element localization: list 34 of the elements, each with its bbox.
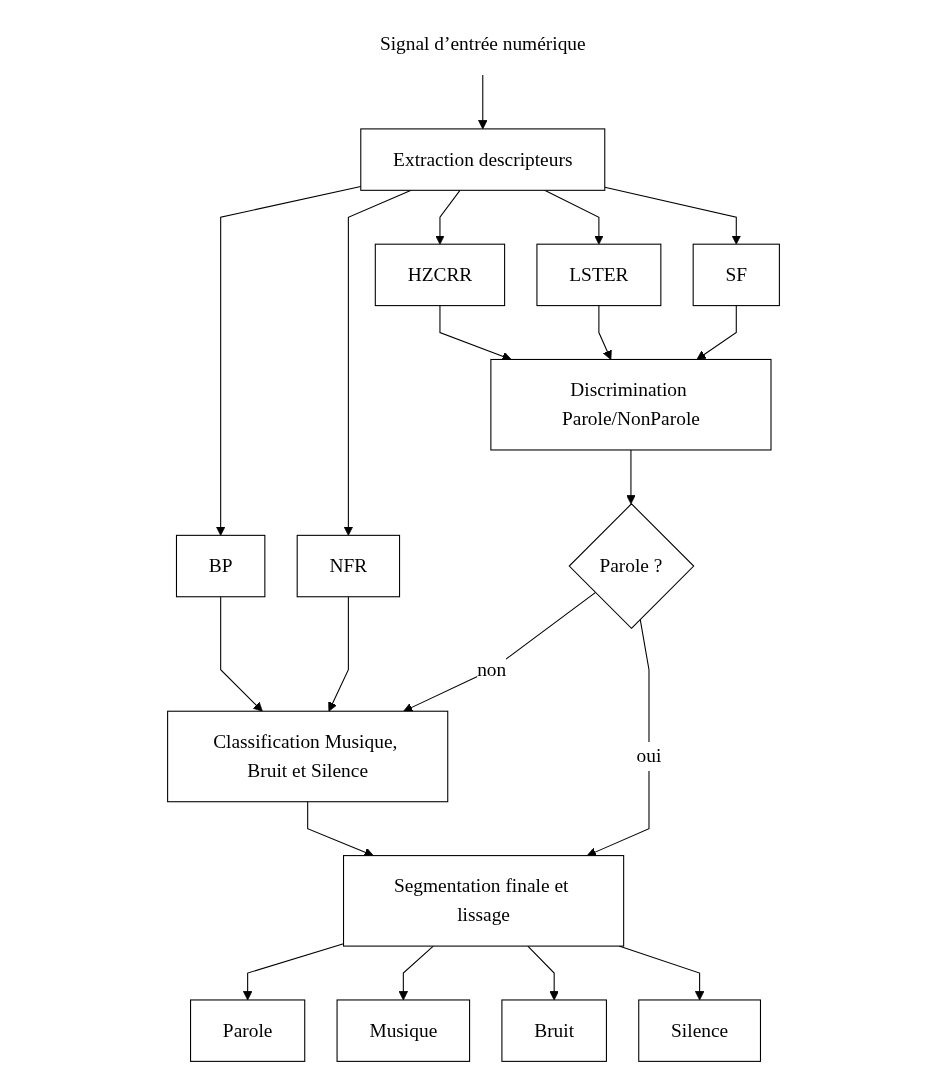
arrow	[626, 449, 637, 505]
arrow	[435, 189, 461, 245]
arrow	[307, 801, 375, 857]
node-box: Segmentation finale et lissage	[343, 855, 625, 947]
node-box: Discrimination Parole/NonParole	[490, 358, 772, 451]
arrow	[403, 592, 597, 712]
node-text: Signal d’entrée numérique	[380, 33, 587, 55]
node-box: Musique	[337, 999, 471, 1062]
arrow	[439, 305, 513, 361]
arrow	[604, 186, 742, 245]
node-box: LSTER	[536, 243, 662, 307]
arrow	[399, 945, 435, 1001]
arrow	[220, 596, 264, 712]
node-diamond: Parole ?	[569, 503, 695, 630]
node-box: HZCRR	[375, 243, 506, 307]
node-box: Extraction descripteurs	[360, 128, 606, 191]
edge-label: oui	[637, 745, 662, 767]
edge-label: non	[477, 658, 507, 680]
arrow	[587, 618, 650, 857]
arrow	[598, 305, 613, 360]
node-box: Classification Musique, Bruit et Silence	[167, 710, 449, 803]
arrow	[478, 74, 488, 130]
node-box: Bruit	[501, 999, 608, 1062]
arrow	[527, 945, 560, 1001]
node-box: NFR	[297, 534, 401, 598]
arrow	[544, 189, 605, 245]
arrow	[243, 943, 345, 1001]
node-box: Silence	[638, 999, 762, 1062]
arrow	[216, 185, 362, 536]
node-box: BP	[176, 534, 266, 598]
arrow	[328, 596, 350, 712]
arrow	[697, 305, 738, 360]
node-box: Parole	[190, 999, 306, 1062]
node-box: SF	[693, 243, 781, 307]
